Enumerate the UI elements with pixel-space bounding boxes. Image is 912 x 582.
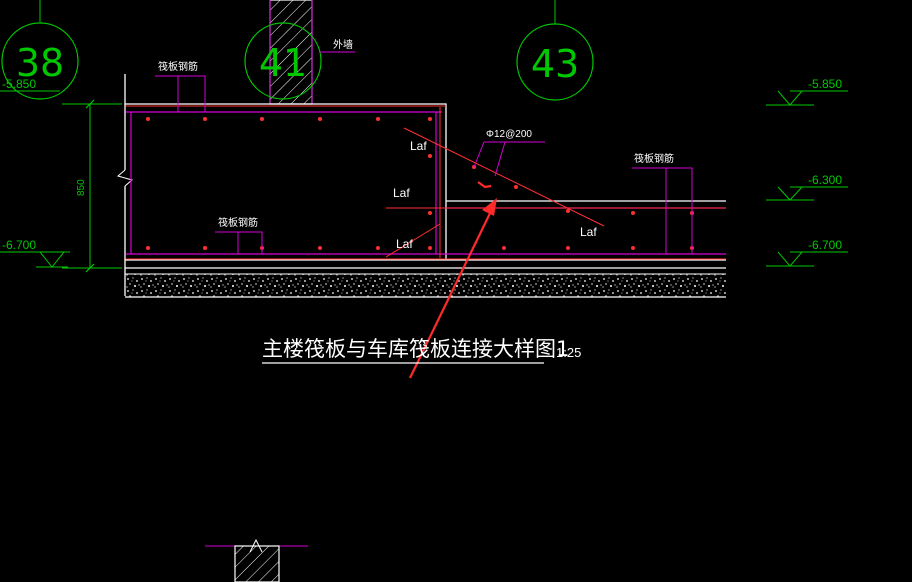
elevation-left-top: -5.850 — [0, 77, 60, 92]
axis-bubble-38: 38 — [1, 0, 79, 100]
elevation-left-bottom: -6.700 — [0, 238, 70, 268]
rebar-leader-bottom: 筏板钢筋 — [215, 216, 263, 254]
outer-wall: 41 外墙 — [244, 0, 355, 105]
laf-label-1: Laf — [410, 139, 427, 153]
axis-label-41: 41 — [259, 41, 307, 85]
rebar-dots — [146, 117, 694, 250]
raft-rebar-label-top: 筏板钢筋 — [158, 60, 198, 73]
axis-bubble-43: 43 — [516, 0, 594, 101]
outer-wall-label: 外墙 — [333, 38, 353, 51]
rebar-spec-leader: Φ12@200 — [473, 129, 545, 177]
elevation-right-bottom: -6.700 — [766, 238, 848, 267]
axis-bubble-41 — [244, 22, 322, 100]
main-raft-slab — [116, 74, 726, 296]
annotation-arrow — [409, 181, 497, 379]
laf-label-3: Laf — [396, 237, 413, 251]
svg-text:850: 850 — [76, 179, 87, 196]
elevation-right-top: -5.850 — [766, 77, 848, 106]
lower-wall-fragment — [205, 538, 308, 582]
svg-text:-6.700: -6.700 — [808, 238, 842, 252]
drawing-scale: 1:25 — [556, 345, 581, 360]
rebar-leader-top: 筏板钢筋 — [155, 60, 206, 112]
drawing-title: 主楼筏板与车库筏板连接大样图1 1:25 — [262, 337, 581, 364]
gravel-cushion — [126, 274, 726, 297]
raft-rebar-label-right: 筏板钢筋 — [634, 152, 674, 165]
raft-rebar-label-bottom: 筏板钢筋 — [218, 216, 258, 229]
drawing-title-text: 主楼筏板与车库筏板连接大样图1 — [262, 337, 569, 361]
axis-label-43: 43 — [531, 42, 579, 86]
dimension-850: 850 — [62, 99, 122, 273]
axis-label-38: 38 — [16, 41, 64, 85]
elevation-right-mid: -6.300 — [766, 173, 848, 201]
rebar-spec-label: Φ12@200 — [486, 129, 532, 140]
svg-text:-5.850: -5.850 — [808, 77, 842, 91]
svg-text:-5.850: -5.850 — [2, 77, 36, 91]
laf-label-2: Laf — [393, 186, 410, 200]
red-lines — [126, 105, 726, 260]
svg-text:-6.700: -6.700 — [2, 238, 36, 252]
rebar-leader-right: 筏板钢筋 — [632, 152, 693, 254]
svg-text:-6.300: -6.300 — [808, 173, 842, 187]
laf-label-4: Laf — [580, 225, 597, 239]
